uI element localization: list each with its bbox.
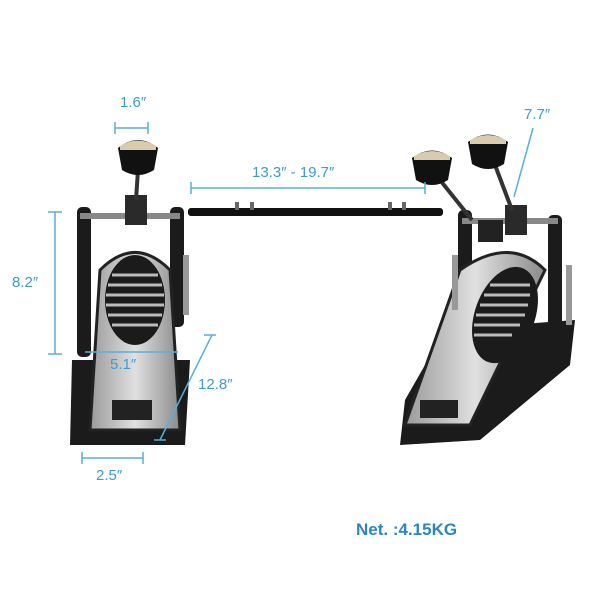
- footboard-length-label: 12.8″: [198, 376, 233, 393]
- beater-icon: [468, 134, 508, 169]
- beater-icon: [118, 140, 158, 175]
- net-weight-label: Net. :4.15KG: [356, 520, 458, 539]
- beater-width-label: 1.6″: [120, 94, 147, 111]
- shaft-length-label: 13.3″ - 19.7″: [252, 164, 335, 181]
- height-label: 8.2″: [12, 274, 39, 291]
- heel-width-label: 2.5″: [96, 467, 123, 484]
- right-pedal: [400, 134, 575, 445]
- left-pedal: [70, 140, 190, 445]
- drive-shaft: [188, 202, 443, 216]
- dimension-lines: [48, 122, 534, 464]
- beater-length-label: 7.7″: [524, 106, 551, 123]
- footboard-width-label: 5.1″: [110, 356, 137, 373]
- beater-icon: [412, 150, 452, 185]
